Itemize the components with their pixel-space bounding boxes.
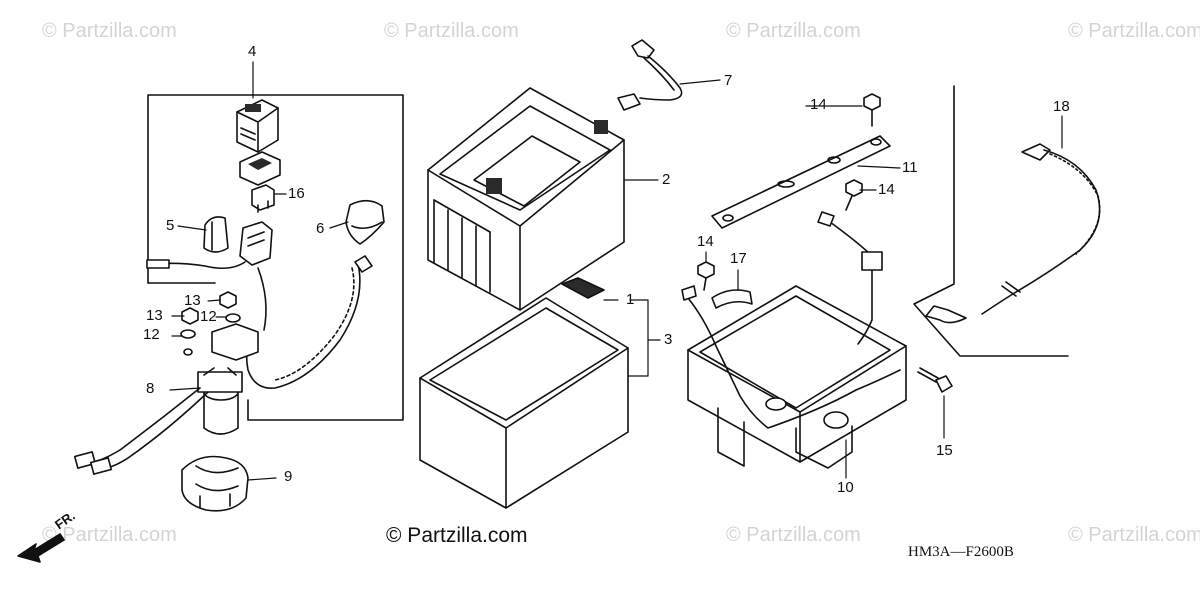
battery-tray-part xyxy=(681,211,907,469)
watermark-bottom-4: © Partzilla.com xyxy=(1068,524,1200,546)
rubber-mount-part xyxy=(181,455,249,512)
watermark-top-3: © Partzilla.com xyxy=(726,20,861,42)
watermark-top-4: © Partzilla.com xyxy=(1068,20,1200,42)
callout-4: 4 xyxy=(248,43,257,60)
callout-11: 11 xyxy=(902,159,918,176)
harness-cable xyxy=(245,255,373,389)
callout-3: 3 xyxy=(664,331,673,348)
callout-16: 16 xyxy=(288,185,305,202)
right-group-bracket xyxy=(913,85,1069,357)
watermark-bottom-1: © Partzilla.com xyxy=(42,524,177,546)
callout-10: 10 xyxy=(837,479,854,496)
callout-17: 17 xyxy=(730,250,747,267)
callout-8: 8 xyxy=(146,380,155,397)
callout-1: 1 xyxy=(626,291,635,308)
callout-13-b: 13 xyxy=(146,307,163,324)
bolt-parts xyxy=(697,93,881,291)
callout-18: 18 xyxy=(1053,98,1070,115)
callout-9: 9 xyxy=(284,468,293,485)
watermark-top-1: © Partzilla.com xyxy=(42,20,177,42)
wire-connector-part xyxy=(146,216,273,270)
main-watermark: © Partzilla.com xyxy=(386,524,528,547)
front-direction-arrow xyxy=(17,533,65,563)
callout-6: 6 xyxy=(316,220,325,237)
left-group-bracket xyxy=(147,94,404,421)
callout-5: 5 xyxy=(166,217,175,234)
battery-cable-part xyxy=(617,39,683,111)
callout-12-a: 12 xyxy=(200,308,217,325)
battery-part xyxy=(427,87,625,311)
leader-lines xyxy=(169,61,1063,481)
relay-connector-part xyxy=(239,151,281,186)
callout-13-a: 13 xyxy=(184,292,201,309)
bolt-15-part xyxy=(917,367,953,393)
diagram-code: HM3A—F2600B xyxy=(908,544,1014,560)
starter-solenoid-part xyxy=(73,323,259,475)
starter-relay-part xyxy=(236,99,279,153)
callout-2: 2 xyxy=(662,171,671,188)
nut-washer-parts xyxy=(180,291,241,356)
callout-14-c: 14 xyxy=(697,233,714,250)
callout-15: 15 xyxy=(936,442,953,459)
callout-7: 7 xyxy=(724,72,733,89)
battery-stay-part xyxy=(711,135,891,229)
fuse-part xyxy=(251,184,275,213)
callout-14-b: 14 xyxy=(878,181,895,198)
callout-14-a: 14 xyxy=(810,96,827,113)
watermark-bottom-3: © Partzilla.com xyxy=(726,524,861,546)
callout-12-b: 12 xyxy=(143,326,160,343)
terminal-cover-part xyxy=(345,199,385,245)
ground-cable-part xyxy=(925,143,1101,324)
battery-spacer-part xyxy=(561,277,605,299)
battery-box-part xyxy=(419,297,629,509)
watermark-top-2: © Partzilla.com xyxy=(384,20,519,42)
clip-part xyxy=(711,289,753,309)
